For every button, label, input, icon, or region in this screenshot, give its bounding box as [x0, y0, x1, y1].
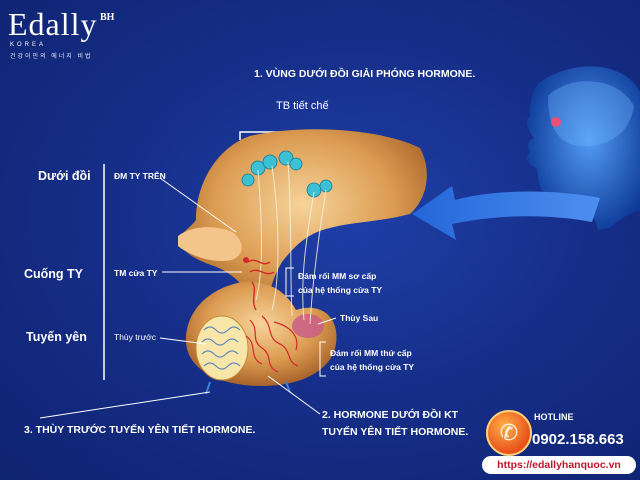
brain-shape	[548, 81, 634, 147]
hotline-label: HOTLINE	[534, 412, 574, 422]
label-anterior-lobe: Thùy trước	[114, 332, 156, 342]
primary-plexus-line1: Đám rối MM sơ cấp	[298, 271, 377, 281]
brand-superscript: BH	[100, 12, 115, 23]
primary-plexus-line2: của hệ thống cửa TY	[298, 285, 383, 295]
label-portal-vein: TM cửa TY	[114, 268, 158, 278]
secondary-plexus-line2: của hệ thống cửa TY	[330, 362, 415, 372]
brand-country: KOREA	[10, 42, 47, 48]
anterior-lobe	[195, 315, 249, 381]
artery-dot	[243, 257, 249, 263]
region-pituitary: Tuyến yên	[26, 330, 87, 344]
secondary-plexus	[245, 315, 299, 373]
label-secondary-plexus: Đám rối MM thứ cấp của hệ thống cửa TY	[330, 346, 414, 374]
step2-line1: 2. HORMONE DƯỚI ĐỒI KT	[322, 409, 459, 421]
head-silhouette	[527, 66, 640, 230]
posterior-lobe	[292, 314, 324, 338]
hypothalamus-tissue	[180, 129, 427, 318]
label-primary-plexus: Đám rối MM sơ cấp của hệ thống cửa TY	[298, 269, 382, 297]
optic-chiasm	[178, 227, 242, 262]
brand-name: Edally	[8, 6, 98, 42]
neurosecretory-cells	[241, 150, 333, 198]
hypothalamus-glow	[551, 117, 561, 127]
region-hypothalamus: Dưới đồi	[38, 169, 91, 183]
label-posterior-lobe: Thùy Sau	[340, 313, 379, 323]
step3-label: 3. THÙY TRƯỚC TUYẾN YÊN TIẾT HORMONE.	[24, 424, 256, 436]
brand-logo: Edally BH KOREA 건강이민의 에너지 비법	[8, 8, 128, 60]
tb-label: TB tiết chế	[276, 100, 329, 112]
step2-line2: TUYẾN YÊN TIẾT HORMONE.	[322, 426, 469, 438]
axons	[255, 161, 327, 325]
efferent-vessels	[205, 381, 291, 395]
primary-plexus	[247, 259, 275, 311]
brand-tagline: 건강이민의 에너지 비법	[10, 54, 93, 60]
region-stalk: Cuống TY	[24, 267, 84, 281]
phone-icon[interactable]: ✆	[486, 410, 532, 456]
label-artery: ĐM TY TRÊN	[114, 171, 166, 181]
hotline-number[interactable]: 0902.158.663	[532, 431, 624, 448]
step1-label: 1. VÙNG DƯỚI ĐỒI GIẢI PHÓNG HORMONE.	[254, 68, 476, 80]
website-link[interactable]: https://edallyhanquoc.vn	[482, 456, 636, 474]
step2-label: 2. HORMONE DƯỚI ĐỒI KT TUYẾN YÊN TIẾT HO…	[322, 407, 468, 441]
leader-lines	[39, 164, 337, 419]
anterior-cells	[201, 326, 241, 370]
direction-arrow	[412, 186, 600, 240]
secondary-plexus-line1: Đám rối MM thứ cấp	[330, 348, 412, 358]
head-illustration	[527, 66, 640, 230]
